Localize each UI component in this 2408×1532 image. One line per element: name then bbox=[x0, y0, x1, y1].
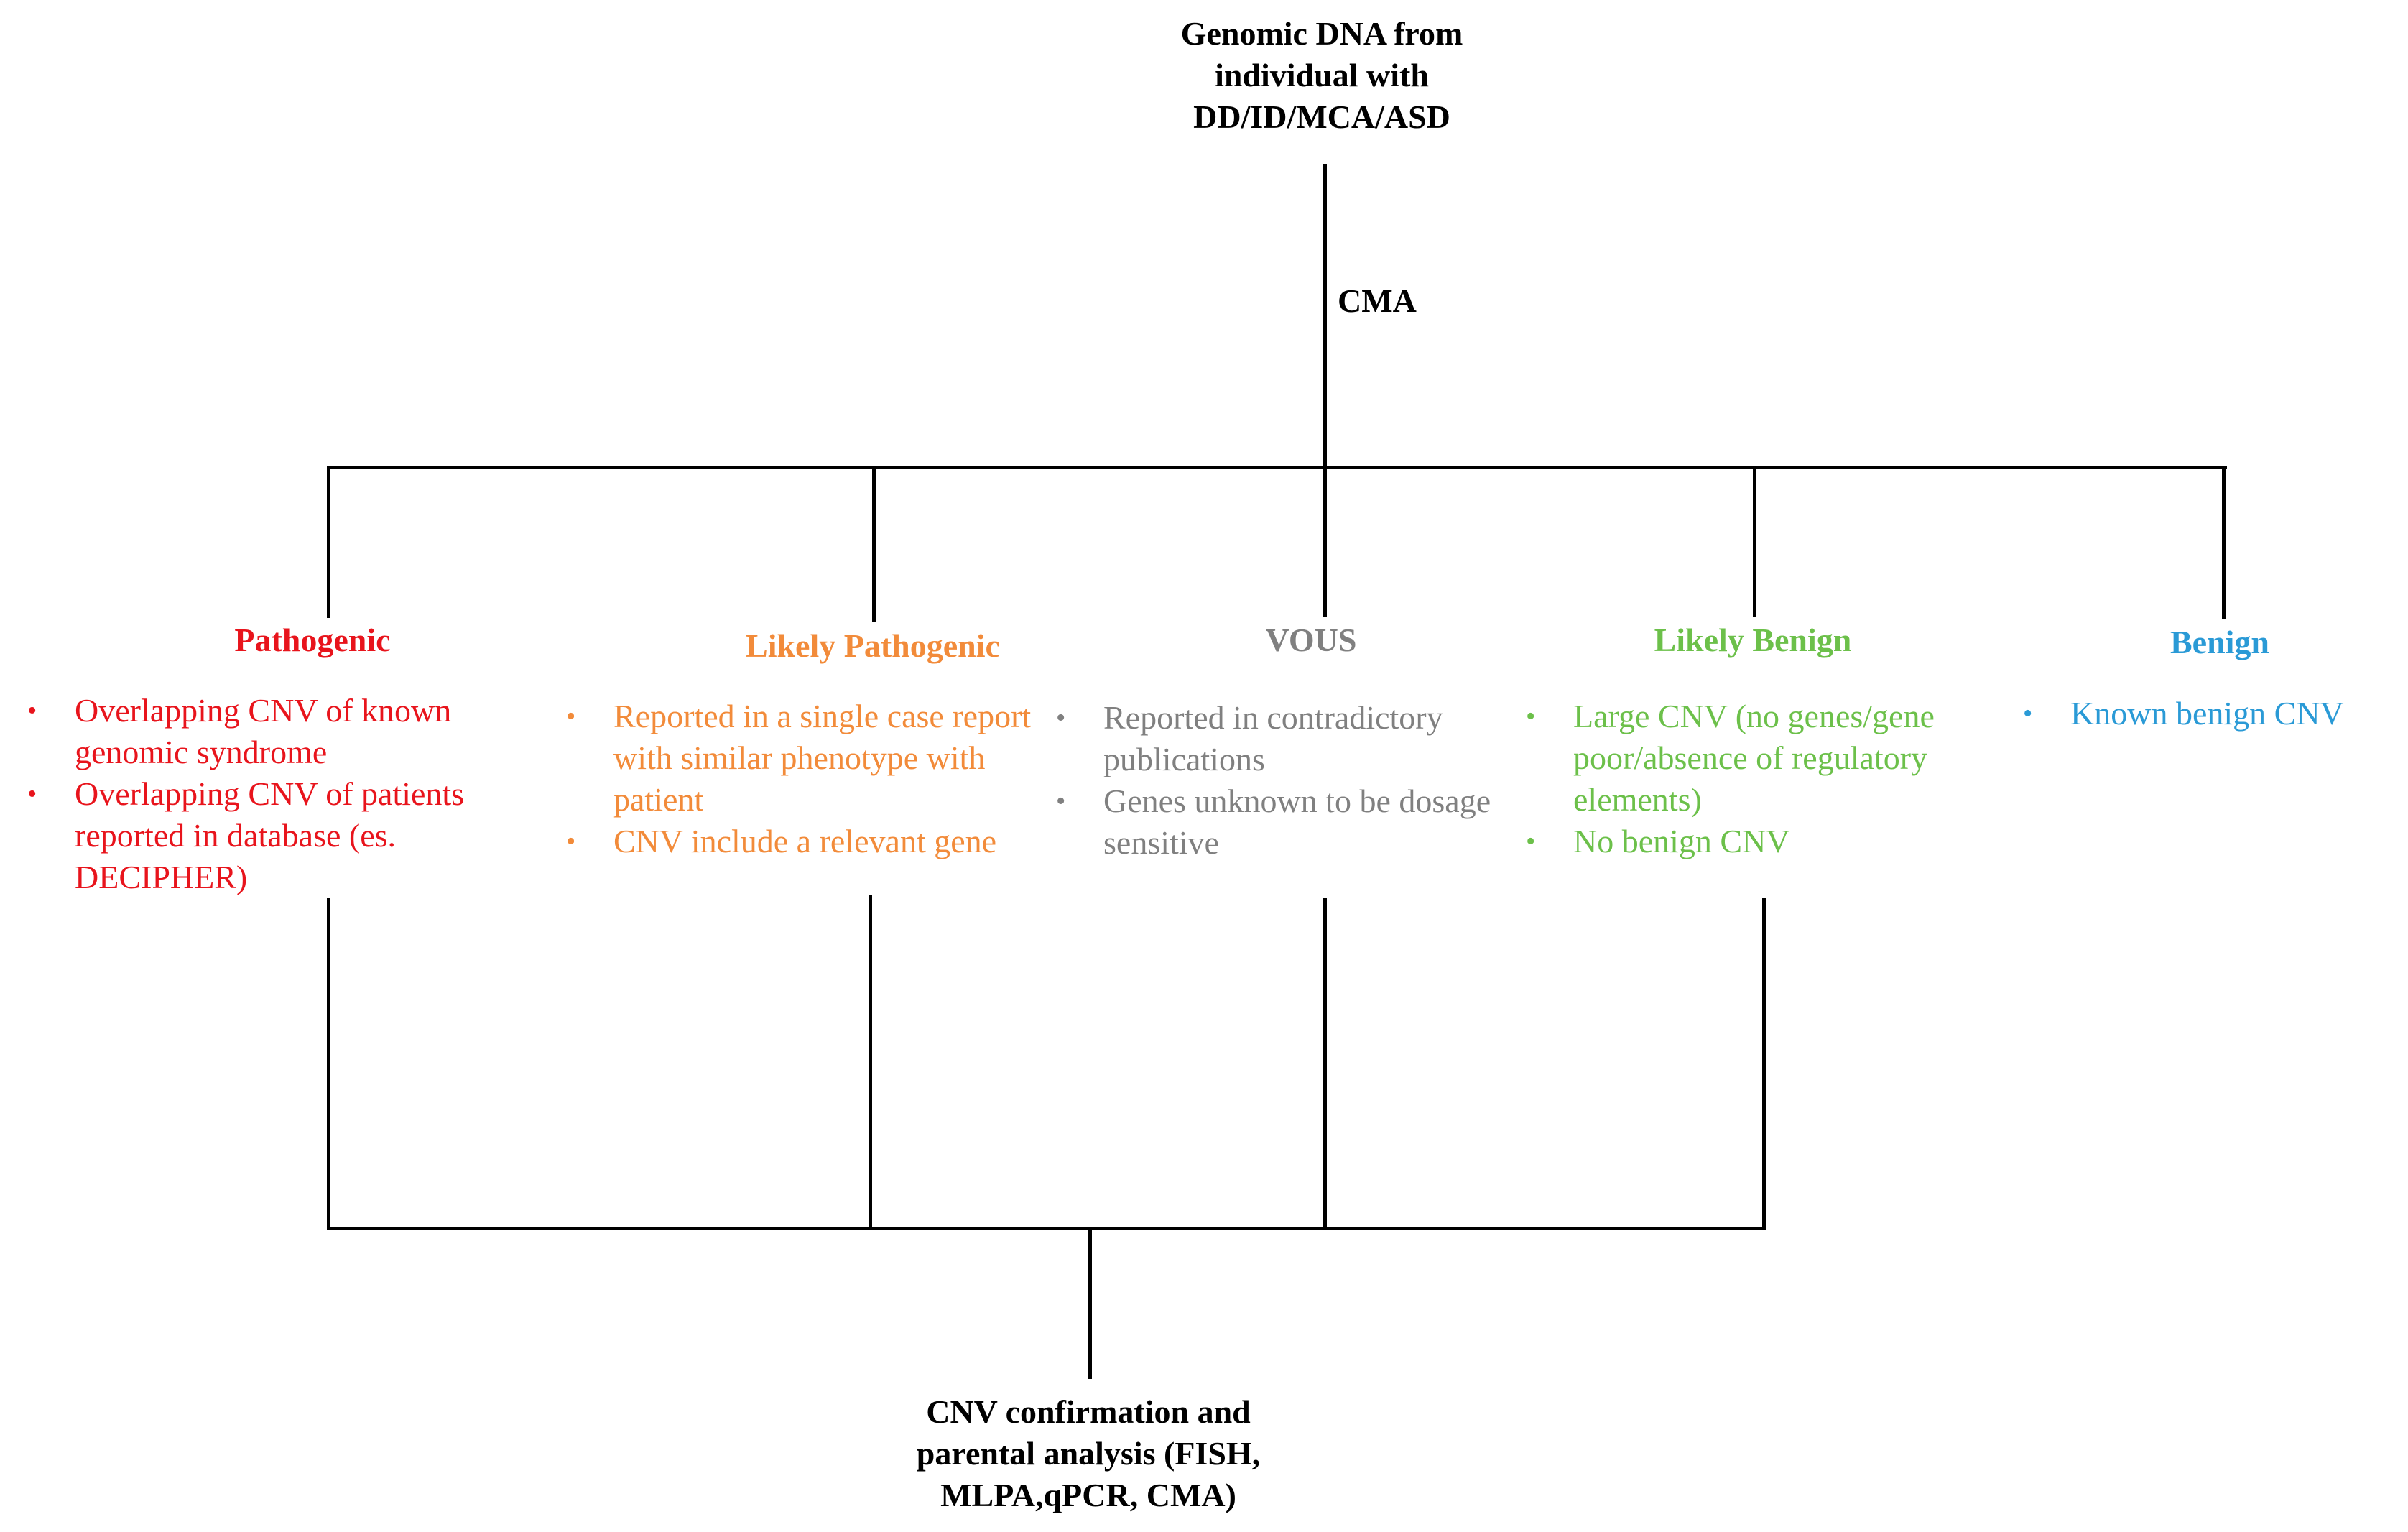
category-title-vous: VOUS bbox=[1265, 622, 1357, 658]
bottom-node: CNV confirmation and parental analysis (… bbox=[916, 1393, 1261, 1513]
upper-drop-likely-benign bbox=[1753, 466, 1756, 617]
list-item: Genes unknown to be dosage sensitive bbox=[1053, 780, 1506, 864]
category-title-likely-benign: Likely Benign bbox=[1654, 622, 1852, 658]
lower-branch-bar bbox=[327, 1227, 1766, 1230]
list-item: Overlapping CNV of known genomic syndrom… bbox=[24, 690, 542, 773]
list-item: Overlapping CNV of patients reported in … bbox=[24, 773, 542, 898]
list-item: No benign CNV bbox=[1523, 821, 2040, 862]
lower-rise-likely-benign bbox=[1762, 898, 1766, 1230]
list-item: CNV include a relevant gene bbox=[563, 821, 1080, 862]
top-connector bbox=[1323, 164, 1327, 469]
category-list-pathogenic: Overlapping CNV of known genomic syndrom… bbox=[24, 690, 542, 898]
upper-drop-likely-pathogenic bbox=[872, 466, 876, 622]
bottom-connector bbox=[1088, 1227, 1092, 1379]
edge-label-cma: CMA bbox=[1338, 282, 1417, 319]
lower-rise-vous bbox=[1323, 898, 1327, 1230]
category-list-benign: Known benign CNV bbox=[2020, 693, 2408, 734]
list-item: Known benign CNV bbox=[2020, 693, 2408, 734]
list-item: Large CNV (no genes/gene poor/absence of… bbox=[1523, 696, 2040, 821]
category-list-likely-pathogenic: Reported in a single case report with si… bbox=[563, 696, 1080, 862]
upper-drop-vous bbox=[1323, 466, 1327, 617]
upper-drop-benign bbox=[2222, 466, 2226, 619]
list-item: Reported in a single case report with si… bbox=[563, 696, 1080, 821]
top-node: Genomic DNA from individual with DD/ID/M… bbox=[1180, 15, 1463, 135]
category-title-pathogenic: Pathogenic bbox=[234, 622, 391, 658]
upper-drop-pathogenic bbox=[327, 466, 330, 618]
upper-branch-bar bbox=[327, 466, 2227, 469]
list-item: Reported in contradictory publications bbox=[1053, 697, 1506, 780]
category-title-likely-pathogenic: Likely Pathogenic bbox=[746, 627, 1000, 664]
lower-rise-pathogenic bbox=[327, 898, 330, 1230]
category-list-vous: Reported in contradictory publications G… bbox=[1053, 697, 1506, 864]
category-list-likely-benign: Large CNV (no genes/gene poor/absence of… bbox=[1523, 696, 2040, 862]
lower-rise-likely-pathogenic bbox=[869, 895, 872, 1230]
category-title-benign: Benign bbox=[2169, 624, 2270, 660]
